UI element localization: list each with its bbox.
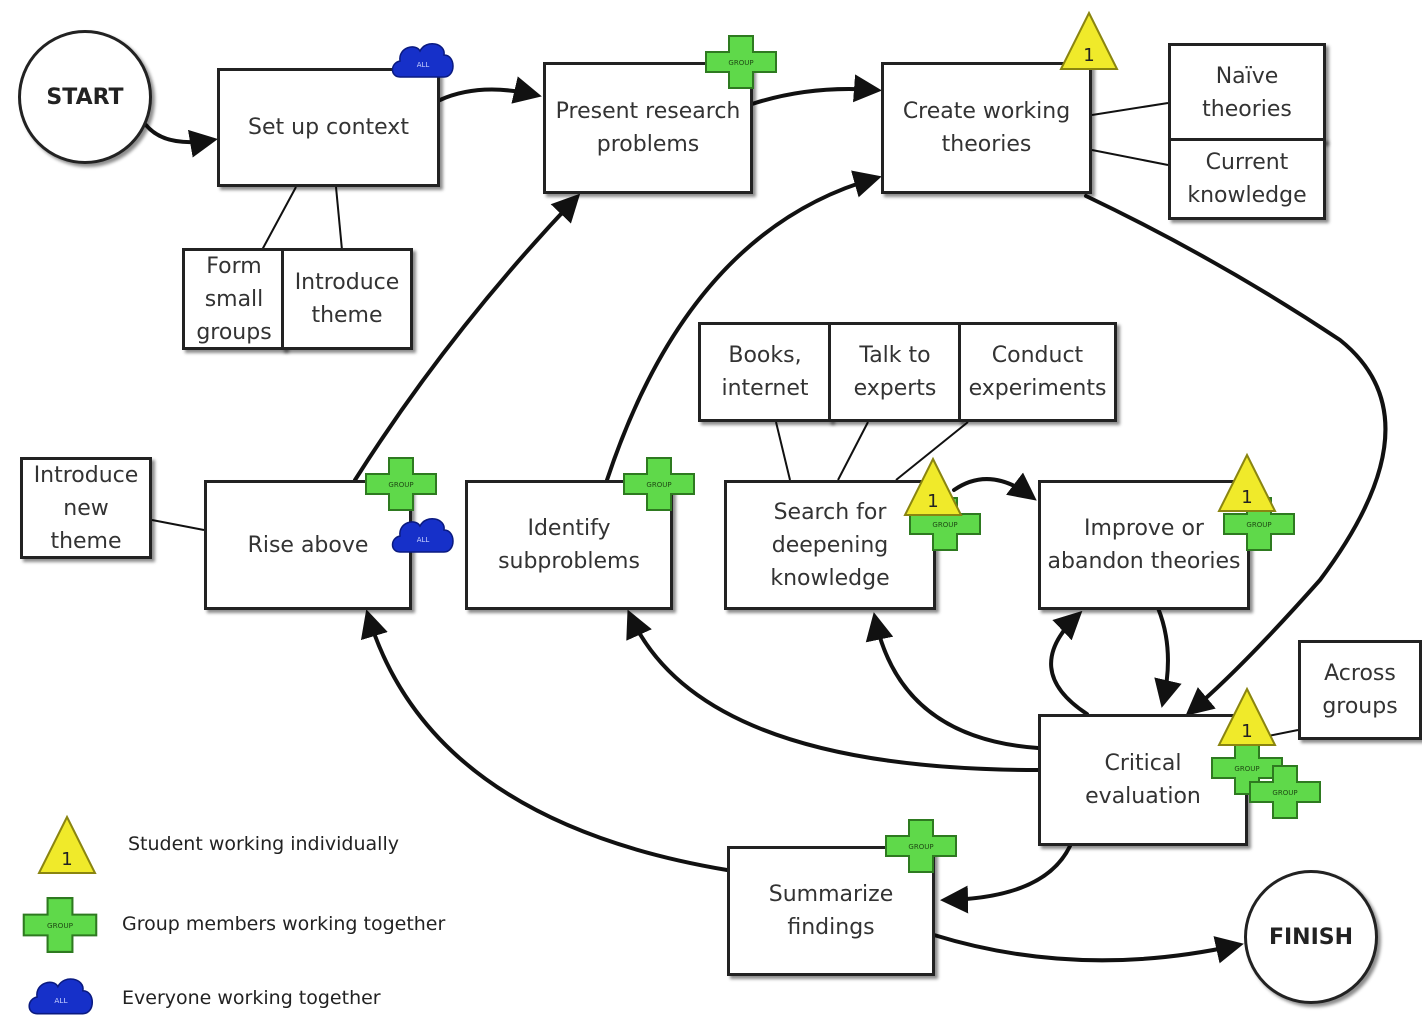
- line-setup-to-form-groups: [261, 186, 297, 251]
- all-label: ALL: [54, 996, 68, 1005]
- individual-triangle-icon: 1: [1217, 452, 1277, 512]
- line-create-to-current: [1091, 149, 1169, 166]
- arrow-critical-to-improve: [1049, 610, 1089, 716]
- individual-triangle-icon: 1: [1217, 686, 1277, 746]
- rise-above-box: Rise above: [204, 480, 412, 610]
- search-deepening-knowledge-box: Search for deepening knowledge: [724, 480, 936, 610]
- summarize-findings-box: Summarize findings: [727, 846, 935, 976]
- arrow-critical-to-summarize: [940, 844, 1072, 914]
- legend-group-cross-icon: GROUP: [22, 897, 98, 953]
- legend-individual-label: Student working individually: [128, 833, 399, 855]
- start-node: START: [18, 30, 152, 164]
- group-cross-icon: GROUP: [365, 457, 437, 511]
- line-create-to-naive: [1091, 102, 1169, 116]
- group-label: GROUP: [908, 843, 933, 851]
- arrow-create-to-critical: [1084, 194, 1388, 716]
- present-research-problems-box: Present research problems: [543, 62, 753, 194]
- form-small-groups-box: Form small groups: [182, 248, 286, 350]
- group-label: GROUP: [932, 521, 957, 529]
- legend-group-label: Group members working together: [122, 913, 446, 935]
- conduct-experiments-box: Conduct experiments: [958, 322, 1117, 422]
- group-label: GROUP: [646, 481, 671, 489]
- legend-cloud-icon: ALL: [28, 978, 94, 1015]
- arrow-setup-to-present: [438, 76, 542, 104]
- group-cross-icon: GROUP: [1249, 765, 1321, 819]
- individual-triangle-icon: 1: [903, 456, 963, 516]
- cloud-icon: ALL: [391, 518, 454, 553]
- arrow-critical-to-search: [865, 612, 1040, 750]
- all-label: ALL: [417, 536, 430, 544]
- arrow-start-to-setup: [144, 123, 218, 158]
- create-working-theories-box: Create working theories: [881, 62, 1092, 194]
- line-rise-to-introduce-new: [151, 519, 205, 531]
- arrow-identify-to-create: [605, 170, 882, 482]
- group-cross-icon: GROUP: [1223, 497, 1295, 551]
- books-internet-box: Books, internet: [698, 322, 832, 422]
- individual-number: 1: [1241, 721, 1252, 742]
- legend-triangle-icon: 1: [37, 814, 97, 874]
- cloud-icon: ALL: [391, 43, 454, 78]
- identify-subproblems-box: Identify subproblems: [465, 480, 673, 610]
- all-label: ALL: [417, 61, 430, 69]
- individual-triangle-icon: 1: [1059, 10, 1119, 70]
- arrow-critical-to-identify: [626, 609, 1040, 772]
- group-cross-icon: GROUP: [623, 457, 695, 511]
- legend-everyone-label: Everyone working together: [122, 987, 381, 1009]
- group-label: GROUP: [728, 59, 753, 67]
- across-groups-box: Across groups: [1298, 640, 1422, 740]
- group-label: GROUP: [47, 921, 74, 930]
- introduce-new-theme-box: Introduce new theme: [20, 457, 152, 559]
- individual-number: 1: [1083, 45, 1094, 66]
- arrow-rise-to-present: [353, 193, 581, 482]
- group-cross-icon: GROUP: [705, 35, 777, 89]
- individual-number: 1: [1241, 487, 1252, 508]
- group-label: GROUP: [1272, 789, 1297, 797]
- line-search-to-experiments: [895, 421, 969, 481]
- line-search-to-books: [775, 421, 791, 481]
- group-cross-icon: GROUP: [885, 819, 957, 873]
- individual-number: 1: [61, 849, 72, 870]
- group-label: GROUP: [1234, 765, 1259, 773]
- line-search-to-experts: [837, 421, 869, 481]
- naive-theories-box: Naïve theories: [1168, 43, 1326, 143]
- arrow-improve-to-critical: [1154, 606, 1182, 708]
- current-knowledge-box: Current knowledge: [1168, 138, 1326, 220]
- introduce-theme-box: Introduce theme: [281, 248, 413, 350]
- group-label: GROUP: [1246, 521, 1271, 529]
- arrow-summarize-to-finish: [932, 933, 1244, 964]
- arrow-search-to-improve: [952, 472, 1037, 501]
- group-label: GROUP: [388, 481, 413, 489]
- talk-to-experts-box: Talk to experts: [828, 322, 962, 422]
- arrow-present-to-create: [750, 74, 882, 106]
- finish-node: FINISH: [1244, 870, 1378, 1004]
- set-up-context-box: Set up context: [217, 68, 440, 187]
- individual-number: 1: [927, 491, 938, 512]
- line-setup-to-introduce-theme: [335, 186, 343, 251]
- arrow-summarize-to-rise: [360, 609, 729, 872]
